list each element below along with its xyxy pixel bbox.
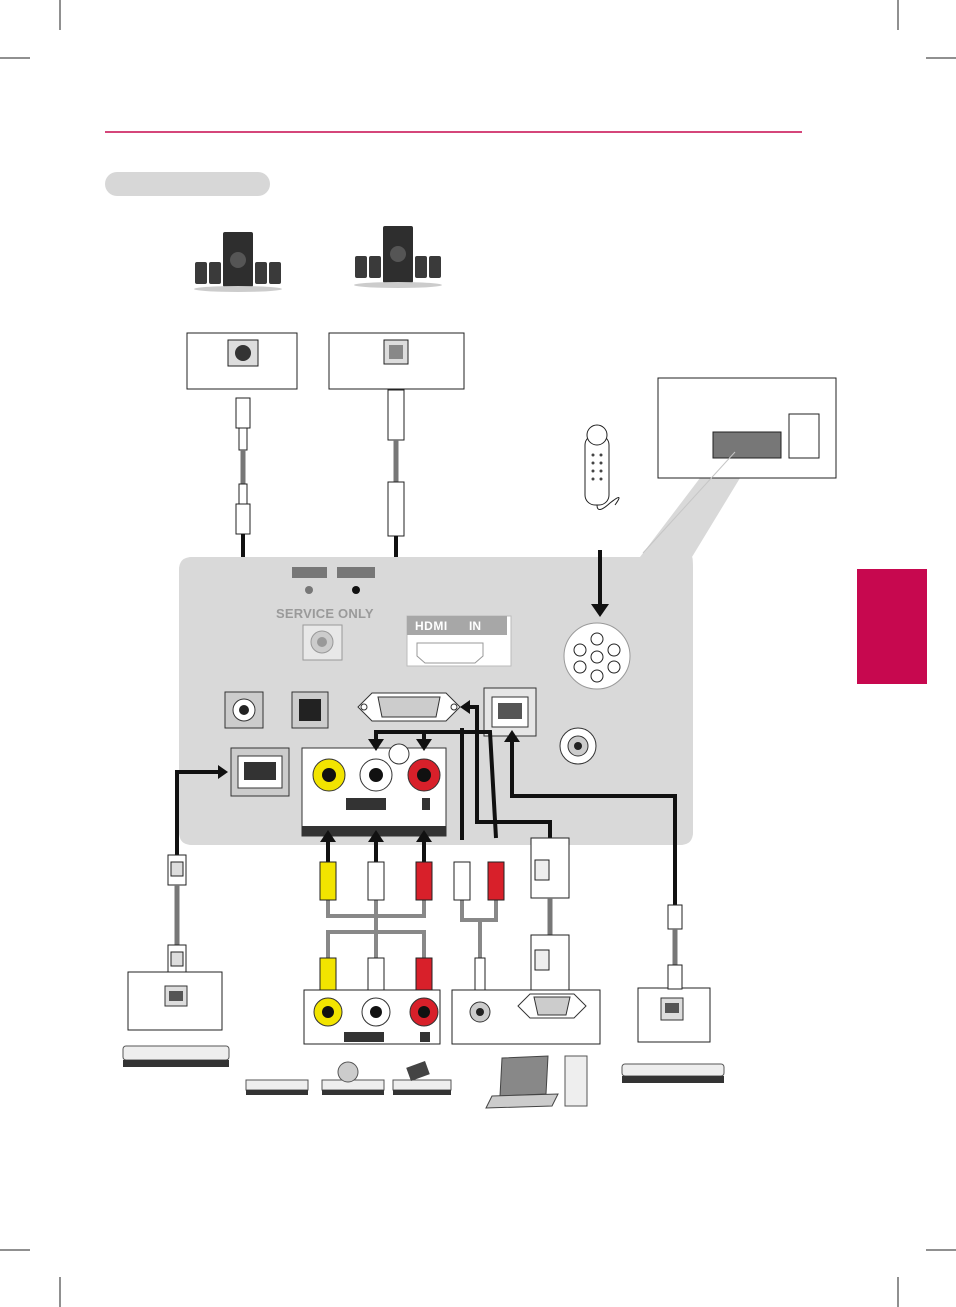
- set-top-box-icon: [622, 1064, 724, 1083]
- optical-cable: [388, 390, 404, 536]
- set-top-box-icon: [123, 1046, 229, 1067]
- desktop-tower-icon: [565, 1056, 587, 1106]
- hdmi-logo: HDMI: [415, 619, 448, 633]
- speaker-system-icon: [354, 226, 442, 288]
- dvd-player-icon: [322, 1062, 384, 1095]
- vcr-icon: [393, 1061, 451, 1095]
- service-only-label: SERVICE ONLY: [276, 606, 374, 621]
- chapter-tab: [857, 569, 927, 684]
- speaker-system-icon: [194, 232, 282, 292]
- hdmi-in-label: IN: [469, 619, 481, 633]
- section-label-pill: [105, 172, 270, 196]
- dvd-player-icon: [246, 1080, 308, 1095]
- remote-control-icon: [585, 425, 619, 510]
- laptop-icon: [486, 1056, 558, 1108]
